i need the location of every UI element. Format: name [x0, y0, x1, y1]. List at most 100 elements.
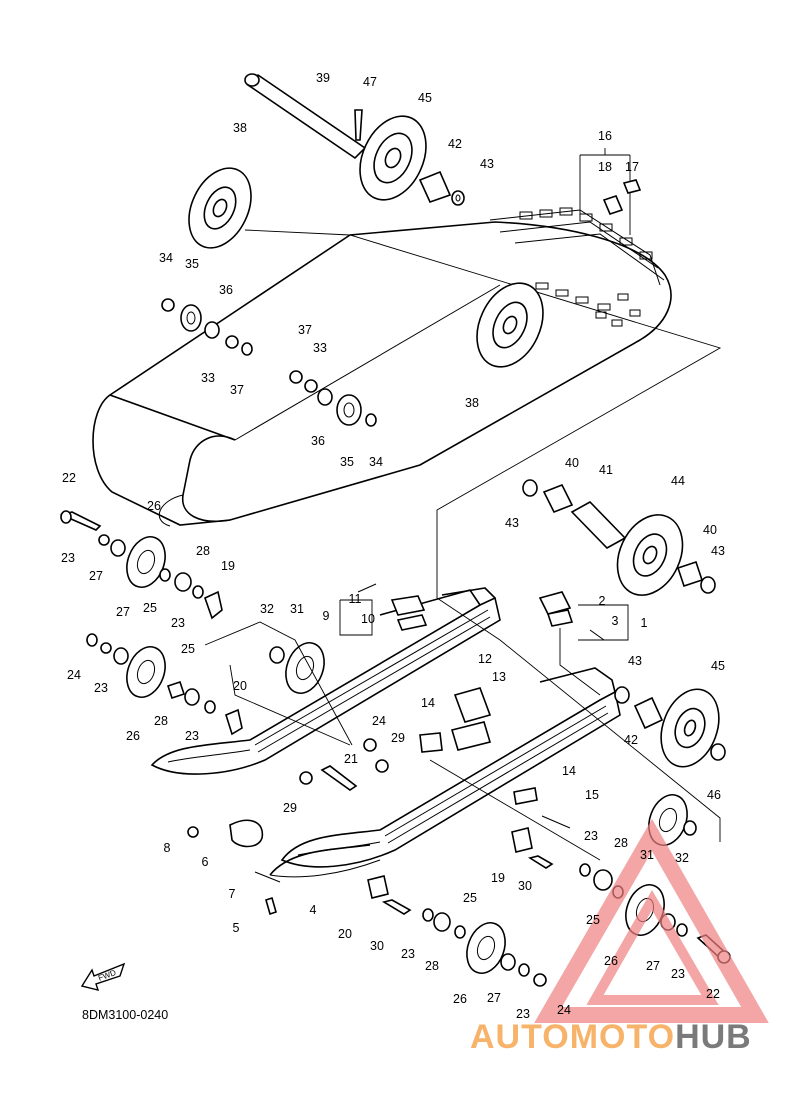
callout-6: 6 — [202, 855, 209, 869]
front-wheel-group-left — [59, 510, 325, 736]
forward-arrow-icon — [80, 962, 126, 991]
callout-15: 15 — [585, 788, 599, 802]
callout-19: 19 — [491, 871, 505, 885]
callout-20: 20 — [233, 679, 247, 693]
callout-18: 18 — [598, 160, 612, 174]
right-axle-group — [522, 479, 716, 596]
callout-25: 25 — [463, 891, 477, 905]
callout-35: 35 — [340, 455, 354, 469]
callout-42: 42 — [448, 137, 462, 151]
callout-43: 43 — [505, 516, 519, 530]
slide-rail-upper — [150, 587, 501, 775]
callout-26: 26 — [126, 729, 140, 743]
callout-23: 23 — [584, 829, 598, 843]
callout-27: 27 — [487, 991, 501, 1005]
callout-36: 36 — [311, 434, 325, 448]
callout-23: 23 — [94, 681, 108, 695]
callout-37: 37 — [230, 383, 244, 397]
rail-hardware — [187, 583, 726, 916]
callout-14: 14 — [421, 696, 435, 710]
watermark-triangle — [534, 818, 769, 1023]
callout-45: 45 — [711, 659, 725, 673]
callout-25: 25 — [181, 642, 195, 656]
callout-47: 47 — [363, 75, 377, 89]
callout-28: 28 — [425, 959, 439, 973]
callout-34: 34 — [369, 455, 383, 469]
callout-3: 3 — [612, 614, 619, 628]
callout-38: 38 — [233, 121, 247, 135]
callout-38: 38 — [465, 396, 479, 410]
callout-14: 14 — [562, 764, 576, 778]
watermark-text: AUTOMOTOHUB — [470, 1018, 752, 1057]
callout-23: 23 — [516, 1007, 530, 1021]
callout-34: 34 — [159, 251, 173, 265]
callout-5: 5 — [233, 921, 240, 935]
track-belt — [92, 207, 672, 527]
callout-41: 41 — [599, 463, 613, 477]
callout-31: 31 — [640, 848, 654, 862]
assembly-leaders — [244, 148, 722, 598]
callout-22: 22 — [706, 987, 720, 1001]
callout-9: 9 — [323, 609, 330, 623]
callout-29: 29 — [391, 731, 405, 745]
callout-30: 30 — [370, 939, 384, 953]
callout-45: 45 — [418, 91, 432, 105]
callout-29: 29 — [283, 801, 297, 815]
watermark-part1: AUTOMOTO — [470, 1018, 676, 1056]
callout-31: 31 — [290, 602, 304, 616]
callout-26: 26 — [604, 954, 618, 968]
callout-7: 7 — [229, 887, 236, 901]
callout-35: 35 — [185, 257, 199, 271]
callout-17: 17 — [625, 160, 639, 174]
callout-36: 36 — [219, 283, 233, 297]
callout-27: 27 — [646, 959, 660, 973]
callout-26: 26 — [453, 992, 467, 1006]
top-axle-group — [188, 73, 642, 368]
callout-12: 12 — [478, 652, 492, 666]
callout-23: 23 — [671, 967, 685, 981]
callout-28: 28 — [196, 544, 210, 558]
callout-42: 42 — [624, 733, 638, 747]
callout-44: 44 — [671, 474, 685, 488]
callout-21: 21 — [344, 752, 358, 766]
callout-13: 13 — [492, 670, 506, 684]
callout-43: 43 — [628, 654, 642, 668]
callout-24: 24 — [557, 1003, 571, 1017]
mid-bearing-group — [161, 298, 377, 427]
callout-26: 26 — [147, 499, 161, 513]
callout-43: 43 — [480, 157, 494, 171]
callout-20: 20 — [338, 927, 352, 941]
callout-23: 23 — [61, 551, 75, 565]
callout-46: 46 — [707, 788, 721, 802]
rail-leaders — [204, 597, 721, 861]
callout-24: 24 — [67, 668, 81, 682]
callout-27: 27 — [116, 605, 130, 619]
watermark-part2: HUB — [675, 1018, 752, 1056]
callout-24: 24 — [372, 714, 386, 728]
callout-4: 4 — [310, 903, 317, 917]
callout-1: 1 — [641, 616, 648, 630]
callout-39: 39 — [316, 71, 330, 85]
callout-25: 25 — [143, 601, 157, 615]
callout-40: 40 — [565, 456, 579, 470]
callout-28: 28 — [614, 836, 628, 850]
callout-27: 27 — [89, 569, 103, 583]
callout-32: 32 — [675, 851, 689, 865]
callout-23: 23 — [185, 729, 199, 743]
forward-arrow: FWD — [80, 962, 126, 997]
callout-43: 43 — [711, 544, 725, 558]
callout-16: 16 — [598, 129, 612, 143]
callout-8: 8 — [164, 841, 171, 855]
callout-30: 30 — [518, 879, 532, 893]
callout-40: 40 — [703, 523, 717, 537]
callout-33: 33 — [201, 371, 215, 385]
callout-23: 23 — [401, 947, 415, 961]
callout-2: 2 — [599, 594, 606, 608]
callout-28: 28 — [154, 714, 168, 728]
diagram-code: 8DM3100-0240 — [82, 1008, 169, 1022]
callout-10: 10 — [361, 612, 375, 626]
callout-33: 33 — [313, 341, 327, 355]
callout-11: 11 — [349, 592, 362, 606]
callout-37: 37 — [298, 323, 312, 337]
